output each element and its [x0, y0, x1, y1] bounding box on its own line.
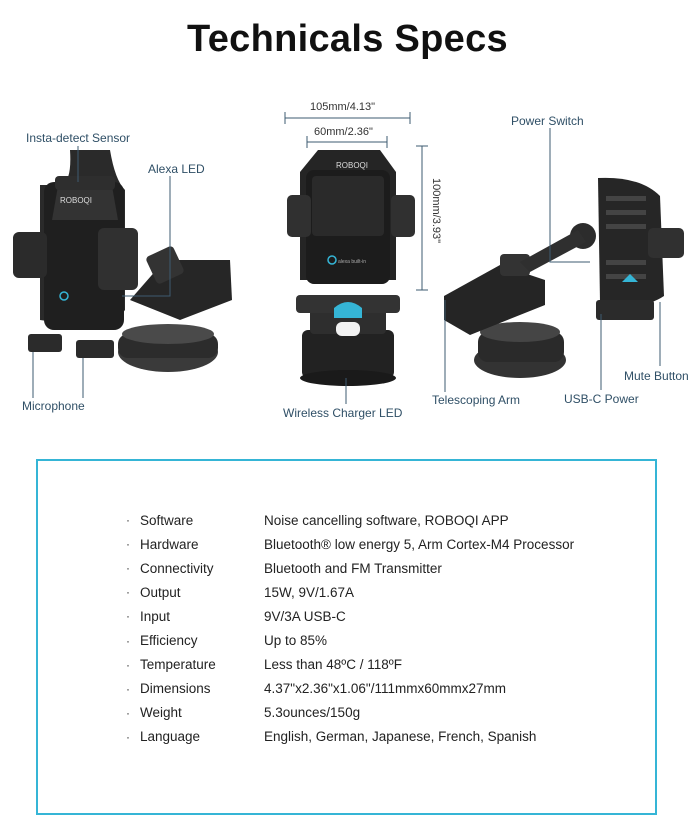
spec-value: English, German, Japanese, French, Spani…	[264, 729, 537, 745]
spec-value: 5.3ounces/150g	[264, 705, 361, 721]
right-product-view	[444, 177, 684, 378]
spec-key: Input	[140, 608, 171, 624]
bullet-mark: ·	[126, 729, 130, 744]
spec-key: Dimensions	[140, 681, 211, 697]
dimension-inner-width: 60mm/2.36"	[314, 126, 373, 138]
spec-row: · Input 9V/3A USB-C	[126, 606, 346, 626]
callout-lines	[32, 128, 661, 404]
spec-key: Language	[140, 729, 201, 745]
spec-value: Noise cancelling software, ROBOQI APP	[264, 512, 509, 528]
spec-value: Bluetooth® low energy 5, Arm Cortex-M4 P…	[264, 536, 575, 552]
bullet-mark: ·	[126, 681, 130, 696]
spec-key: Weight	[140, 705, 182, 721]
spec-row: · Software Noise cancelling software, ROBO…	[126, 510, 509, 530]
spec-value: 9V/3A USB-C	[264, 608, 346, 624]
brand-mark-left: ROBOQI	[60, 196, 92, 205]
product-illustrations: ROBOQI alexa built-in ROBOQI	[13, 112, 684, 404]
spec-key: Software	[140, 512, 194, 528]
spec-row: · Connectivity Bluetooth and FM Transmitte…	[126, 558, 442, 578]
dimension-height: 100mm/3.93"	[430, 178, 442, 244]
label-microphone: Microphone	[22, 399, 85, 413]
spec-row: · Weight 5.3ounces/150g	[126, 703, 360, 723]
spec-row: · Output 15W, 9V/1.67A	[126, 582, 354, 602]
spec-value: 15W, 9V/1.67A	[264, 584, 355, 600]
bullet-mark: ·	[126, 705, 130, 720]
spec-value: Up to 85%	[264, 633, 328, 648]
specs-panel: · Software Noise cancelling software, ROBO…	[36, 459, 657, 815]
spec-value: 4.37"x2.36"x1.06"/111mmx60mmx27mm	[264, 681, 506, 697]
spec-key: Hardware	[140, 536, 199, 552]
spec-key: Temperature	[140, 657, 216, 673]
label-telescoping-arm: Telescoping Arm	[432, 393, 521, 407]
bullet-mark: ·	[126, 657, 130, 672]
label-power-switch: Power Switch	[511, 114, 584, 128]
bullet-mark: ·	[126, 633, 130, 648]
spec-row: · Hardware Bluetooth® low energy 5, Arm Co…	[126, 534, 574, 554]
spec-key: Connectivity	[140, 560, 214, 576]
label-alexa-led: Alexa LED	[148, 162, 205, 176]
left-product-view: ROBOQI	[13, 150, 232, 372]
spec-row: · Temperature Less than 48ºC / 118ºF	[126, 655, 402, 675]
label-usb-c-power: USB-C Power	[564, 392, 639, 406]
spec-row: · Language English, German, Japanese, Fren…	[126, 727, 536, 747]
label-insta-detect-sensor: Insta-detect Sensor	[26, 131, 131, 145]
spec-row: · Efficiency Up to 85%	[126, 631, 327, 651]
spec-row: · Dimensions 4.37"x2.36"x1.06"/111mmx60mmx…	[126, 679, 506, 699]
label-wireless-charger-led: Wireless Charger LED	[283, 406, 403, 420]
spec-key: Output	[140, 584, 181, 600]
alexa-badge: alexa built-in	[338, 259, 366, 265]
spec-value: Bluetooth and FM Transmitter	[264, 560, 442, 576]
spec-value: Less than 48ºC / 118ºF	[264, 657, 402, 673]
bullet-mark: ·	[126, 513, 130, 527]
bullet-mark: ·	[126, 609, 130, 624]
bullet-mark: ·	[126, 585, 130, 600]
brand-mark-center: ROBOQI	[336, 161, 368, 170]
bullet-mark: ·	[126, 537, 130, 552]
page-title: Technicals Specs	[187, 18, 508, 60]
dimension-outer-width: 105mm/4.13"	[310, 101, 376, 113]
center-product-view: alexa built-in ROBOQI	[284, 112, 428, 386]
bullet-mark: ·	[126, 561, 130, 576]
label-mute-button: Mute Button	[624, 369, 689, 383]
spec-key: Efficiency	[140, 633, 198, 648]
